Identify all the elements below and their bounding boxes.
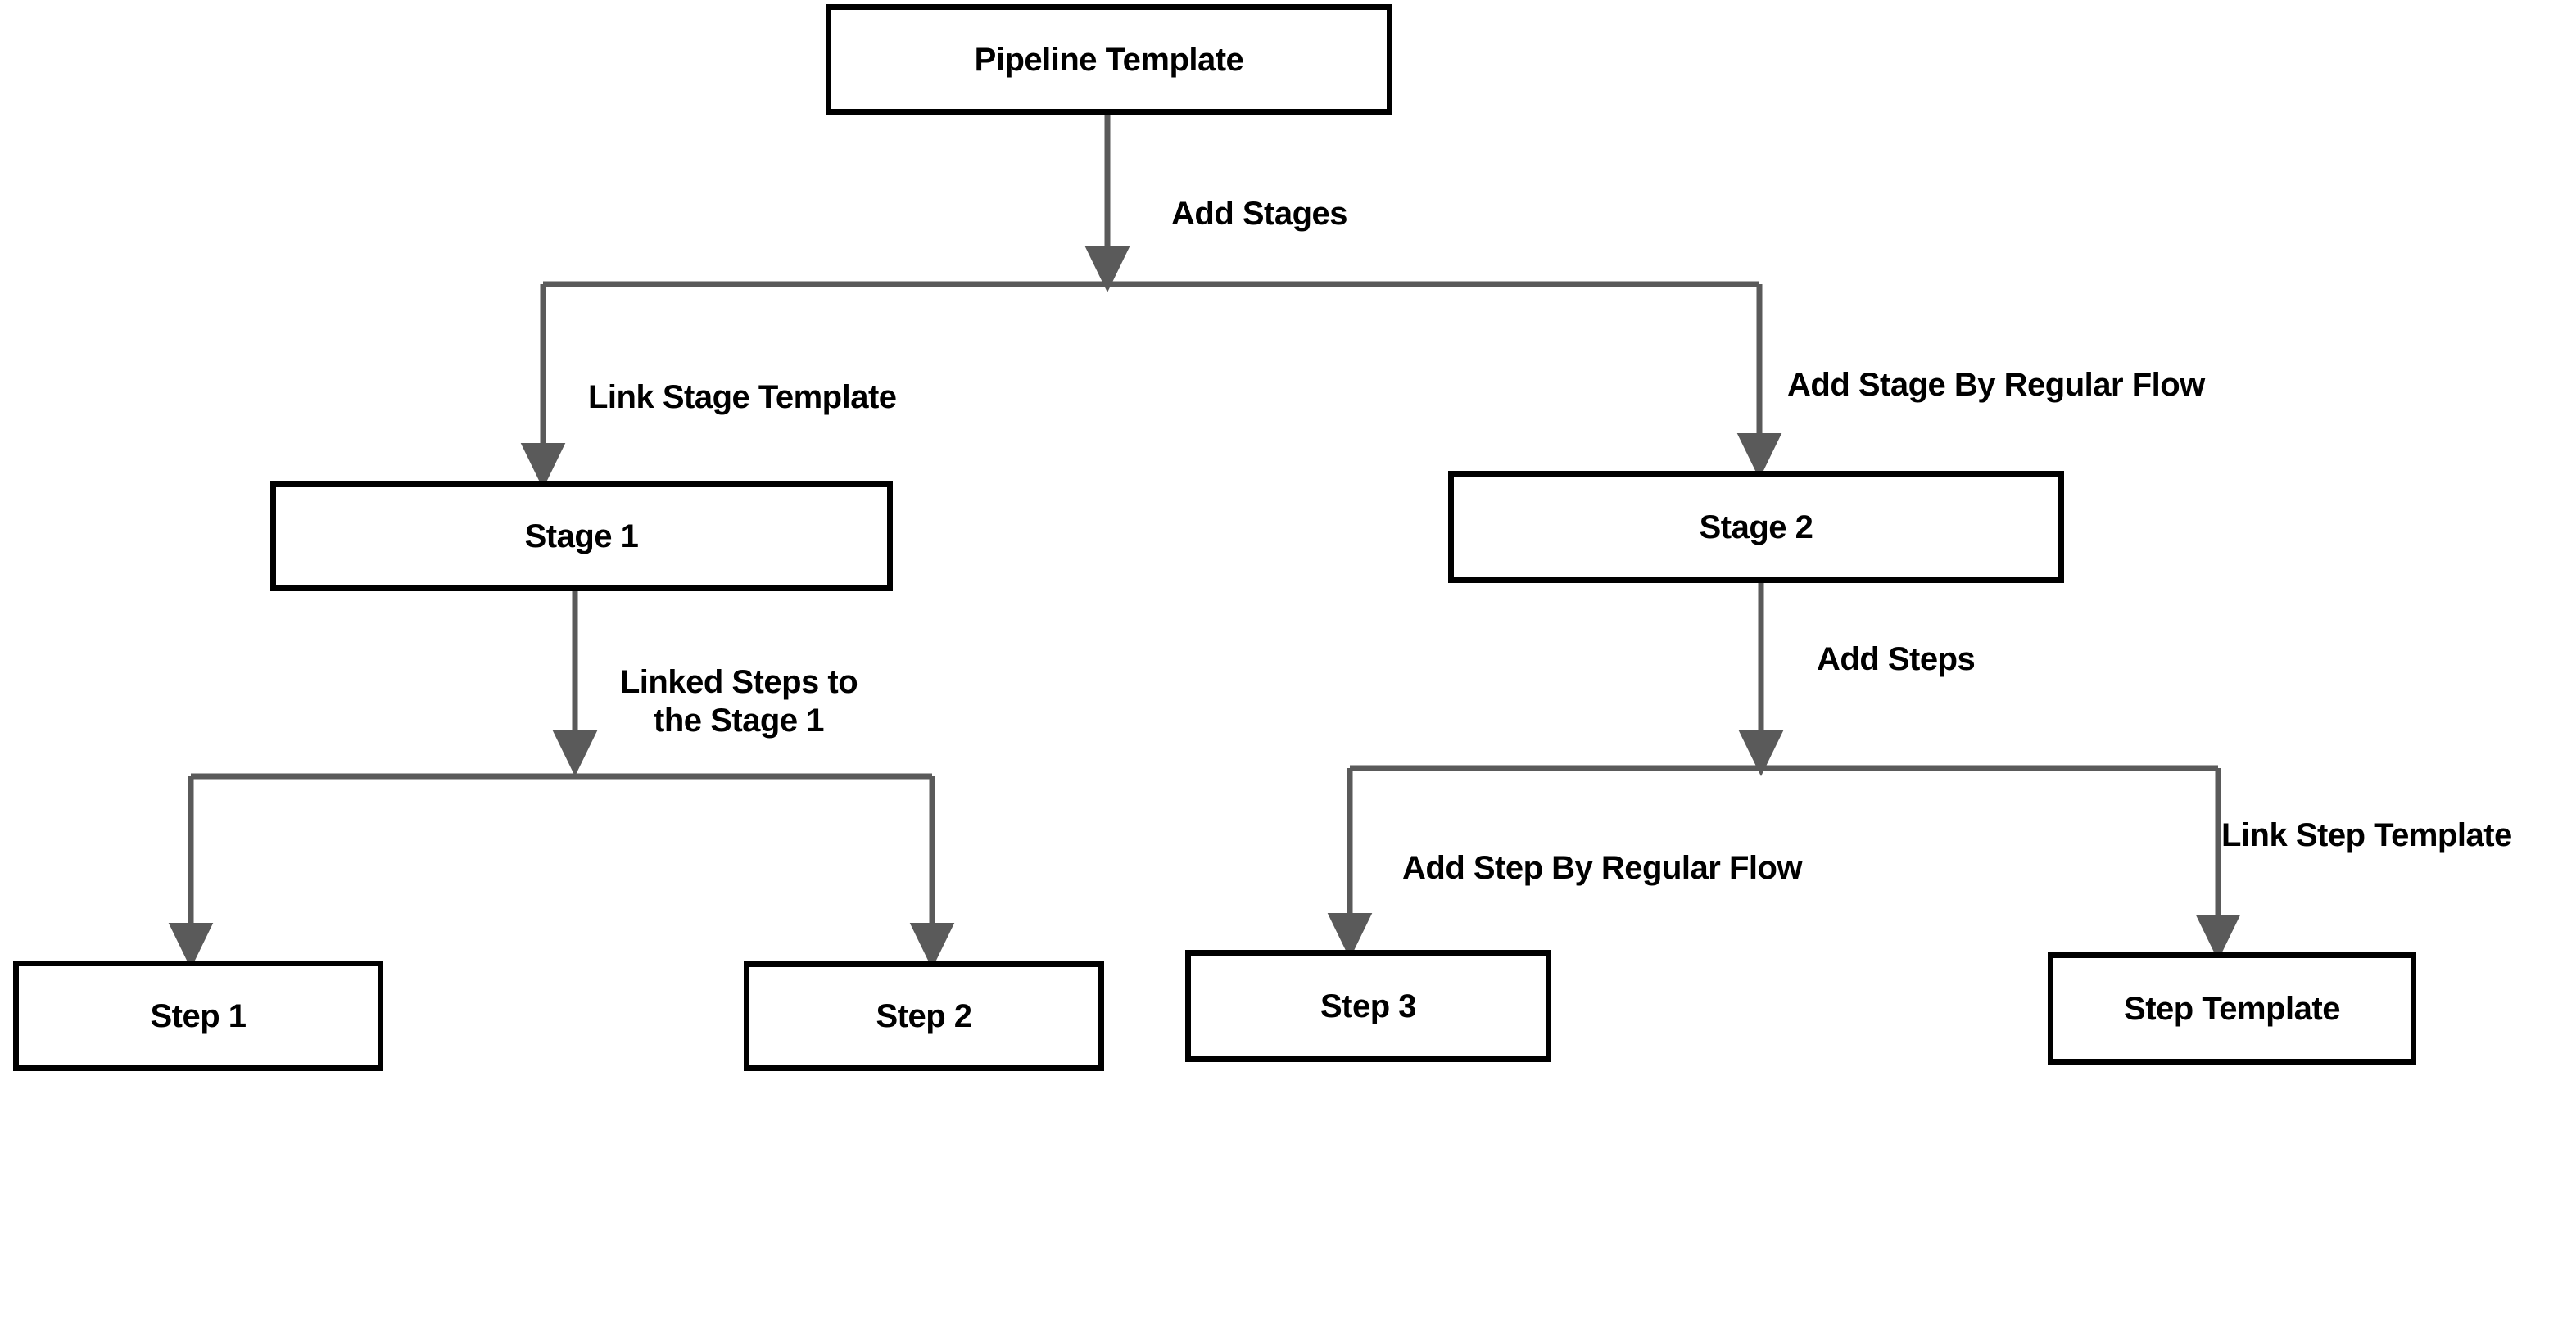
edge-label-linked-steps-to-the-stage-1: Linked Steps to the Stage 1: [619, 664, 858, 739]
edge-label-add-step-by-regular-flow: Add Step By Regular Flow: [1402, 850, 1803, 886]
stage-split-bar: [520, 281, 1782, 489]
node-step-2[interactable]: Step 2: [744, 961, 1104, 1071]
step-split-bar-1: [168, 773, 955, 969]
edge-label-link-step-template: Link Step Template: [2221, 817, 2512, 853]
node-label-stage-2: Stage 2: [1699, 509, 1813, 545]
node-step-template[interactable]: Step Template: [2048, 952, 2416, 1065]
node-label-step-template: Step Template: [2124, 990, 2340, 1027]
node-label-stage-1: Stage 1: [524, 518, 639, 554]
node-step-1[interactable]: Step 1: [13, 961, 383, 1071]
edge-label-add-stage-by-regular-flow: Add Stage By Regular Flow: [1787, 367, 2205, 403]
edge-label-add-stages: Add Stages: [1171, 196, 1348, 232]
edge-label-link-stage-template: Link Stage Template: [588, 379, 897, 415]
edge-label-add-steps: Add Steps: [1817, 641, 1976, 677]
node-label-step-3: Step 3: [1320, 988, 1417, 1024]
node-pipeline-template[interactable]: Pipeline Template: [826, 4, 1392, 115]
node-label-pipeline-template: Pipeline Template: [974, 41, 1244, 78]
node-stage-1[interactable]: Stage 1: [270, 481, 893, 591]
node-label-step-2: Step 2: [876, 998, 972, 1034]
node-label-step-1: Step 1: [150, 997, 247, 1034]
node-stage-2[interactable]: Stage 2: [1448, 471, 2064, 583]
node-step-3[interactable]: Step 3: [1185, 950, 1551, 1062]
